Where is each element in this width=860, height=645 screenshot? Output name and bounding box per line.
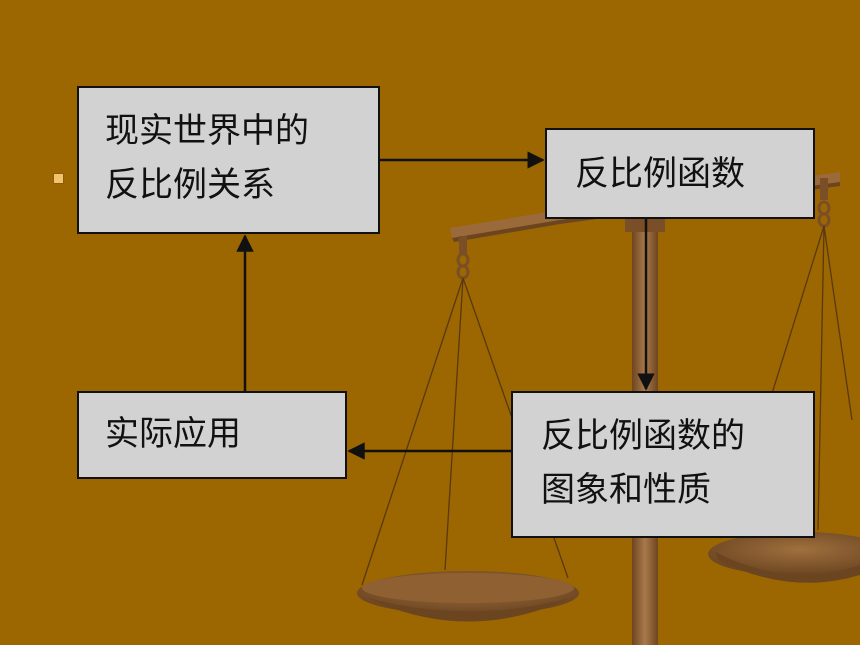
right-pan-strings — [769, 225, 853, 531]
right-pan — [708, 532, 860, 576]
node-practical-application: 实际应用 — [77, 391, 347, 479]
node-graph-and-properties: 反比例函数的 图象和性质 — [511, 391, 815, 538]
left-pan-base — [368, 598, 570, 622]
node-text-line: 反比例函数的 — [541, 416, 745, 456]
bullet-marker — [53, 173, 64, 184]
right-pan-base — [715, 552, 860, 583]
left-hook-stem — [459, 236, 467, 254]
node-text-line: 反比例关系 — [105, 165, 275, 205]
node-text-line: 图象和性质 — [541, 470, 711, 510]
left-pan-rim — [362, 573, 574, 603]
node-text-line: 实际应用 — [105, 414, 241, 454]
node-text-line: 反比例函数 — [575, 154, 745, 194]
right-hook-stem — [820, 178, 828, 200]
node-inverse-proportion-function: 反比例函数 — [545, 128, 815, 219]
node-real-world-inverse-relation: 现实世界中的 反比例关系 — [77, 86, 380, 234]
node-text-line: 现实世界中的 — [105, 111, 309, 151]
